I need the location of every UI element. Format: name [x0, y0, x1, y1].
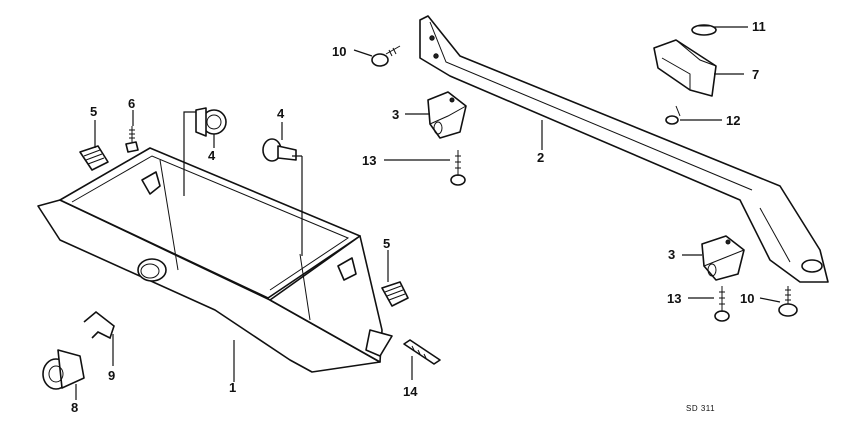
screw-part-6: [125, 126, 139, 153]
leader-lines: [75, 26, 781, 400]
bolt-part-10-lower: [778, 286, 798, 317]
callout-4-right: 4: [277, 106, 285, 121]
callout-12: 12: [726, 113, 740, 128]
glove-box-part: [37, 147, 393, 373]
callout-13-lower: 13: [667, 291, 681, 306]
callout-4-left: 4: [208, 148, 216, 163]
callout-11: 11: [752, 19, 766, 34]
spring-clip-part: [83, 310, 115, 340]
clip-nut-part: [691, 24, 717, 36]
callout-2: 2: [537, 150, 544, 165]
clip-part-right: [262, 138, 297, 162]
diagram-code: SD 311: [686, 404, 715, 413]
bolt-part-13-upper: [450, 150, 466, 186]
callout-1: 1: [229, 380, 236, 395]
clip-part-left: [195, 107, 227, 137]
cushion-part-right: [381, 281, 409, 307]
callout-13-upper: 13: [362, 153, 376, 168]
callout-5-left: 5: [90, 104, 97, 119]
bolt-part-10-upper: [371, 45, 401, 67]
support-bracket-part: [419, 15, 829, 283]
callout-14: 14: [403, 384, 418, 399]
callout-3-upper: 3: [392, 107, 399, 122]
callout-7: 7: [752, 67, 759, 82]
lock-cylinder-part: [42, 349, 85, 390]
screw-part-12: [665, 105, 681, 125]
bolt-part-13-lower: [714, 286, 730, 322]
cushion-part-left: [79, 145, 109, 171]
hinge-block-lower-part: [701, 235, 745, 281]
callout-6: 6: [128, 96, 135, 111]
callout-3-lower: 3: [668, 247, 675, 262]
callout-8: 8: [71, 400, 78, 415]
callout-10-upper: 10: [332, 44, 346, 59]
striker-bracket-part: [653, 39, 717, 97]
callout-10-lower: 10: [740, 291, 754, 306]
callout-5-right: 5: [383, 236, 390, 251]
hinge-block-upper-part: [427, 91, 467, 139]
pin-part: [403, 339, 441, 365]
callout-9: 9: [108, 368, 115, 383]
